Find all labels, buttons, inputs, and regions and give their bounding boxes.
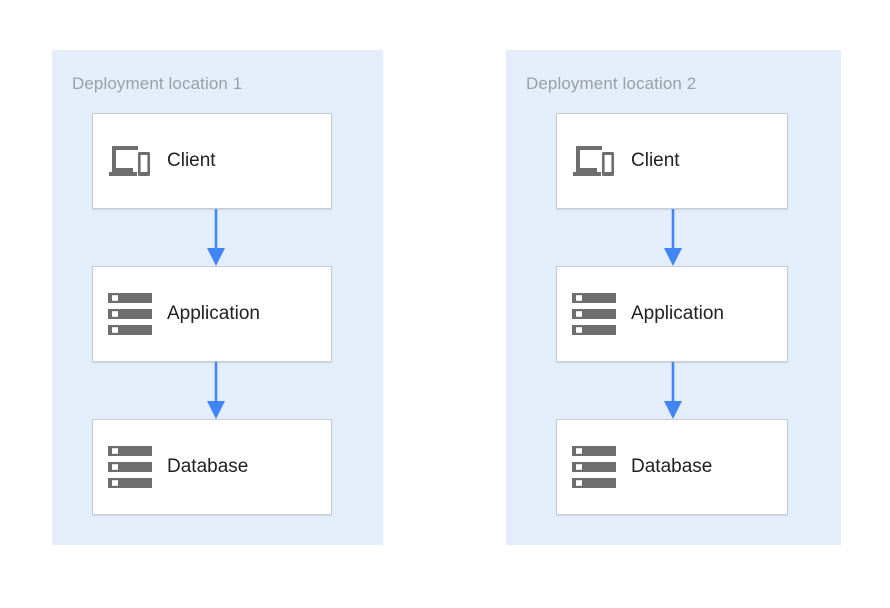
node-label-database-location-2: Database [631, 456, 713, 477]
node-label-client-location-1: Client [167, 150, 216, 171]
node-label-database-location-1: Database [167, 456, 249, 477]
arrow-application-to-database-location-2 [664, 362, 682, 419]
deployment-location-1-title: Deployment location 1 [72, 74, 243, 93]
devices-icon [557, 144, 631, 178]
node-label-application-location-2: Application [631, 303, 724, 324]
node-client-location-2[interactable]: Client [556, 113, 788, 209]
node-application-location-1[interactable]: Application [92, 266, 332, 362]
server-stack-icon [557, 446, 631, 488]
node-client-location-1[interactable]: Client [92, 113, 332, 209]
arrow-client-to-application-location-1 [207, 209, 225, 266]
server-stack-icon [93, 446, 167, 488]
node-application-location-2[interactable]: Application [556, 266, 788, 362]
node-label-client-location-2: Client [631, 150, 680, 171]
arrow-application-to-database-location-1 [207, 362, 225, 419]
devices-icon [93, 144, 167, 178]
deployment-location-2-title: Deployment location 2 [526, 74, 697, 93]
server-stack-icon [557, 293, 631, 335]
node-database-location-1[interactable]: Database [92, 419, 332, 515]
arrow-client-to-application-location-2 [664, 209, 682, 266]
server-stack-icon [93, 293, 167, 335]
node-database-location-2[interactable]: Database [556, 419, 788, 515]
node-label-application-location-1: Application [167, 303, 260, 324]
